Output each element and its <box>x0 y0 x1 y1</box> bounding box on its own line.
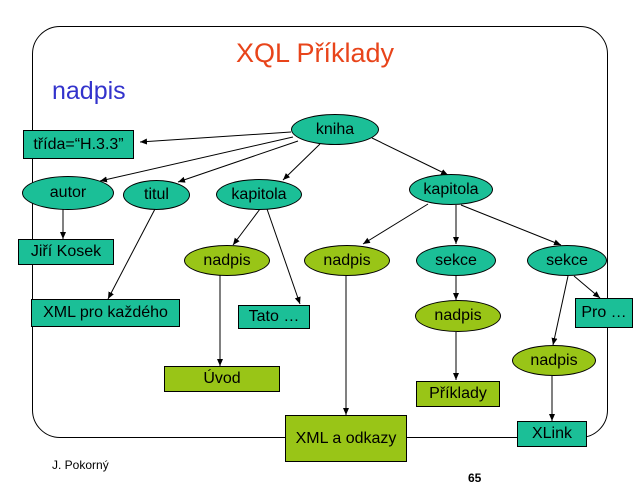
node-kapitola-1: kapitola <box>216 179 302 210</box>
edge-kapitola2-nadpis <box>362 203 429 245</box>
node-sekce-2: sekce <box>527 245 607 276</box>
edge-sekce2-nadpis <box>551 275 569 346</box>
node-autor: autor <box>22 176 114 210</box>
node-nadpis-sekce-2: nadpis <box>512 345 596 376</box>
edge-kapitola1-tato <box>266 208 301 305</box>
node-kapitola-2: kapitola <box>409 174 493 205</box>
edge-kniha-titul <box>177 140 299 183</box>
node-titul: titul <box>123 180 190 210</box>
edge-kniha-trida <box>139 131 292 145</box>
edge-kniha-kapitola1 <box>282 143 321 181</box>
edge-kapitola2-sekce2 <box>460 204 562 246</box>
edge-sekce2-pro <box>573 275 601 299</box>
node-trida: třída=“H.3.3” <box>23 130 134 159</box>
node-nadpis-sekce-1: nadpis <box>415 300 501 332</box>
node-priklady: Příklady <box>416 381 500 407</box>
node-nadpis-kapitola-2: nadpis <box>304 245 390 276</box>
node-xlink: XLink <box>517 421 587 447</box>
node-sekce-1: sekce <box>416 245 496 276</box>
node-xml-a-odkazy: XML a odkazy <box>285 415 407 462</box>
node-jiri-kosek: Jiří Kosek <box>18 239 114 265</box>
node-tato: Tato … <box>238 305 310 329</box>
node-kniha: kniha <box>291 114 379 145</box>
node-nadpis-kapitola-1: nadpis <box>184 245 270 276</box>
footer-author: J. Pokorný <box>52 458 109 472</box>
edge-titul-xml-pro-kazdeho <box>107 208 156 300</box>
node-uvod: Úvod <box>164 366 280 392</box>
slide-title: XQL Příklady <box>235 38 395 68</box>
slide-subtitle: nadpis <box>52 77 126 105</box>
edge-kapitola1-nadpis <box>232 208 261 246</box>
edge-kniha-kapitola2 <box>371 137 449 176</box>
edge-kniha-autor <box>99 136 294 183</box>
node-xml-pro-kazdeho: XML pro každého <box>31 299 180 327</box>
node-pro: Pro … <box>575 298 633 328</box>
page-number: 65 <box>468 471 482 485</box>
